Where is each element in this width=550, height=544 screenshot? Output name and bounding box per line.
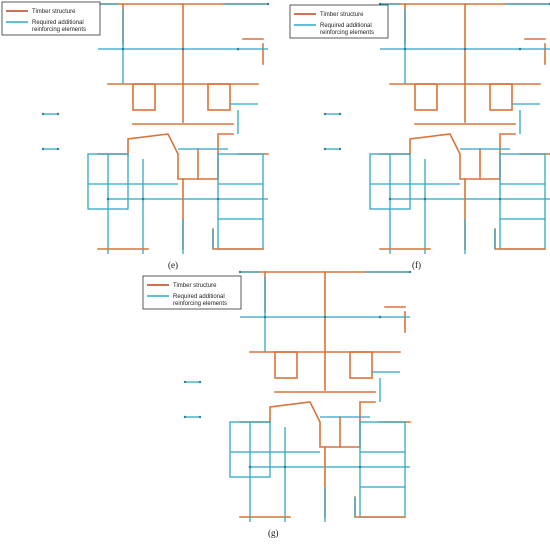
- panel-g: Timber structure Required additional rei…: [142, 269, 413, 538]
- panel-e-plan: [40, 1, 271, 255]
- panel-e-legend: Timber structure Required additional rei…: [1, 1, 101, 36]
- caption-e: (e): [168, 260, 178, 270]
- caption-f: (f): [412, 260, 421, 270]
- legend-reinforcing-label-1: Required additional: [320, 23, 372, 29]
- panel-f-legend: Timber structure Required additional rei…: [289, 4, 389, 39]
- panel-e: Timber structure Required additional rei…: [1, 1, 271, 270]
- panel-f: Timber structure Required additional rei…: [289, 1, 550, 270]
- panel-f-plan: [322, 1, 550, 255]
- legend-timber-label: Timber structure: [320, 12, 364, 18]
- legend-reinforcing-label-2: reinforcing elements: [173, 301, 227, 307]
- legend-reinforcing-label-2: reinforcing elements: [320, 30, 374, 36]
- legend-timber-label: Timber structure: [32, 9, 76, 15]
- legend-reinforcing-label-1: Required additional: [173, 294, 225, 300]
- legend-reinforcing-label-2: reinforcing elements: [32, 27, 86, 33]
- legend-timber-label: Timber structure: [173, 283, 217, 289]
- caption-g: (g): [268, 528, 279, 538]
- legend-reinforcing-label-1: Required additional: [32, 20, 84, 26]
- panel-g-legend: Timber structure Required additional rei…: [142, 275, 242, 310]
